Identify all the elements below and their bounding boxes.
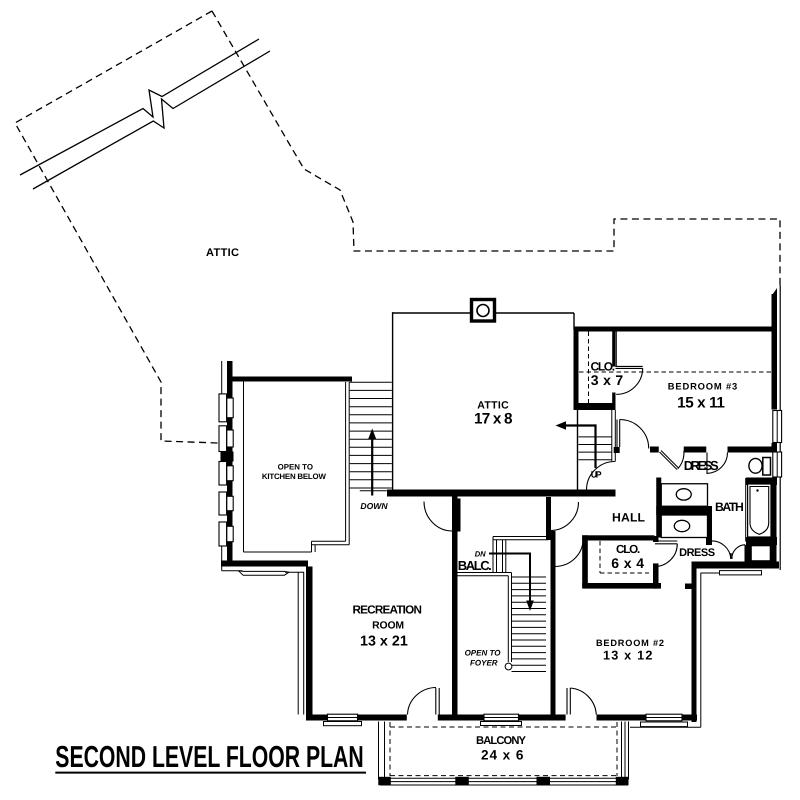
svg-text:SECOND LEVEL FLOOR PLAN: SECOND LEVEL FLOOR PLAN <box>55 740 363 774</box>
svg-text:24 x 6: 24 x 6 <box>481 747 524 762</box>
svg-text:6 x 4: 6 x 4 <box>611 555 644 571</box>
svg-text:ATTIC: ATTIC <box>477 400 509 412</box>
svg-text:BEDROOM #2: BEDROOM #2 <box>596 638 664 648</box>
svg-text:13 x 12: 13 x 12 <box>603 649 653 663</box>
svg-text:ATTIC: ATTIC <box>206 247 239 259</box>
svg-text:3 x 7: 3 x 7 <box>591 372 624 388</box>
svg-text:13 x 21: 13 x 21 <box>360 633 408 649</box>
svg-text:UP: UP <box>591 470 602 480</box>
svg-text:CLO.: CLO. <box>591 360 616 374</box>
svg-text:ROOM: ROOM <box>372 621 404 632</box>
svg-text:BALC.: BALC. <box>458 558 492 573</box>
svg-text:DOWN: DOWN <box>360 501 388 511</box>
svg-text:OPEN TO: OPEN TO <box>278 463 313 472</box>
svg-text:CLO.: CLO. <box>616 543 640 556</box>
svg-text:BEDROOM #3: BEDROOM #3 <box>668 381 737 392</box>
svg-text:15 x 11: 15 x 11 <box>677 394 725 411</box>
svg-text:RECREATION: RECREATION <box>353 603 422 616</box>
svg-text:HALL: HALL <box>612 510 646 524</box>
svg-text:OPEN TO: OPEN TO <box>465 649 502 658</box>
svg-text:FOYER: FOYER <box>470 658 498 667</box>
svg-text:DRESS: DRESS <box>684 458 719 473</box>
svg-text:BALCONY: BALCONY <box>476 735 527 747</box>
svg-text:17 x 8: 17 x 8 <box>474 410 513 427</box>
svg-text:KITCHEN BELOW: KITCHEN BELOW <box>262 472 327 481</box>
svg-text:BATH: BATH <box>715 500 744 514</box>
svg-text:DRESS: DRESS <box>679 547 715 559</box>
svg-text:DN: DN <box>475 550 486 559</box>
